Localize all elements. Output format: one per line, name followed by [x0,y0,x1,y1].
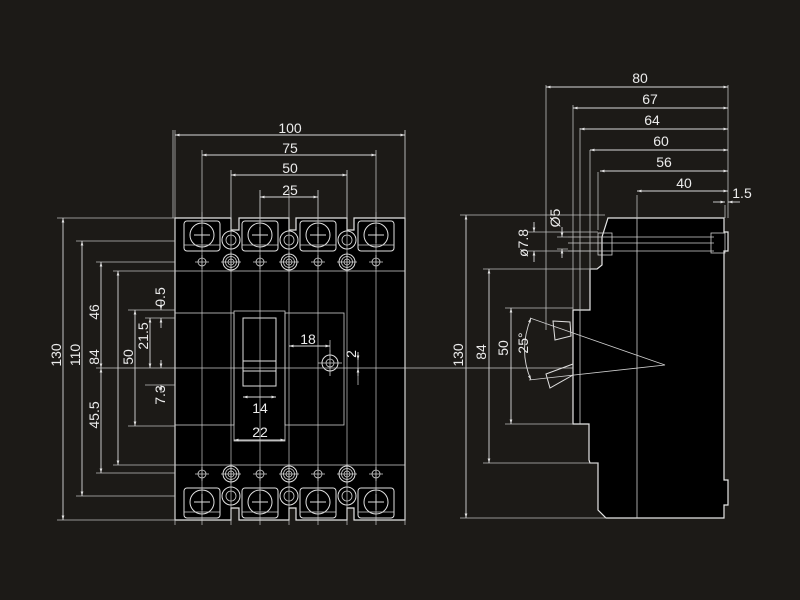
dim-50: 50 [282,160,298,176]
dim-40: 40 [676,175,692,191]
side-view: 25° 80 67 64 60 56 40 1.5 130 [450,70,752,519]
dim-14: 14 [252,400,268,416]
handle [242,317,277,387]
dim-56: 56 [656,154,672,170]
dim-80: 80 [632,70,648,86]
dim-21-5: 21.5 [135,322,151,349]
dim-84-side: 84 [473,344,489,360]
dim-75: 75 [282,140,298,156]
dim-100: 100 [278,120,302,136]
side-body-outline [572,217,729,519]
indicator-hole [318,350,342,376]
front-inner-dimensions: 18 2 14 22 [234,331,360,442]
dim-25: 25 [282,182,298,198]
dim-1-5: 1.5 [732,185,752,201]
dim-130: 130 [48,343,64,367]
side-top-dimensions: 80 67 64 60 56 40 1.5 [545,70,752,330]
side-left-dimensions: 130 84 50 [450,214,606,519]
dim-84: 84 [86,349,102,365]
side-hole-dimensions: ø7.8 Ø5 [515,208,598,262]
dim-dia-7-8: ø7.8 [515,229,531,257]
dim-46: 46 [86,304,102,320]
dim-2: 2 [343,350,359,358]
dim-64: 64 [644,112,660,128]
handle-positions: 25° [515,317,666,389]
dim-dia-5: Ø5 [547,208,563,227]
dim-50-front: 50 [120,349,136,365]
angle-25: 25° [515,332,531,353]
front-top-dimensions: 100 75 50 25 [172,120,406,218]
right-window [284,312,345,426]
dim-130-side: 130 [450,343,466,367]
front-left-dimensions: 130 110 46 84 45.5 50 0.5 21.5 7.3 [48,217,175,521]
dim-67: 67 [642,91,658,107]
dim-45-5: 45.5 [86,401,102,428]
dim-22: 22 [252,424,268,440]
dim-110: 110 [67,344,83,367]
dim-18: 18 [300,331,316,347]
dim-0-5: 0.5 [152,287,168,307]
front-body-outline [174,217,406,521]
dim-50-side: 50 [495,340,511,356]
dim-7-3: 7.3 [152,385,168,405]
front-view: 100 75 50 25 130 110 46 84 45.5 50 0.5 [48,120,720,525]
dim-60: 60 [653,133,669,149]
